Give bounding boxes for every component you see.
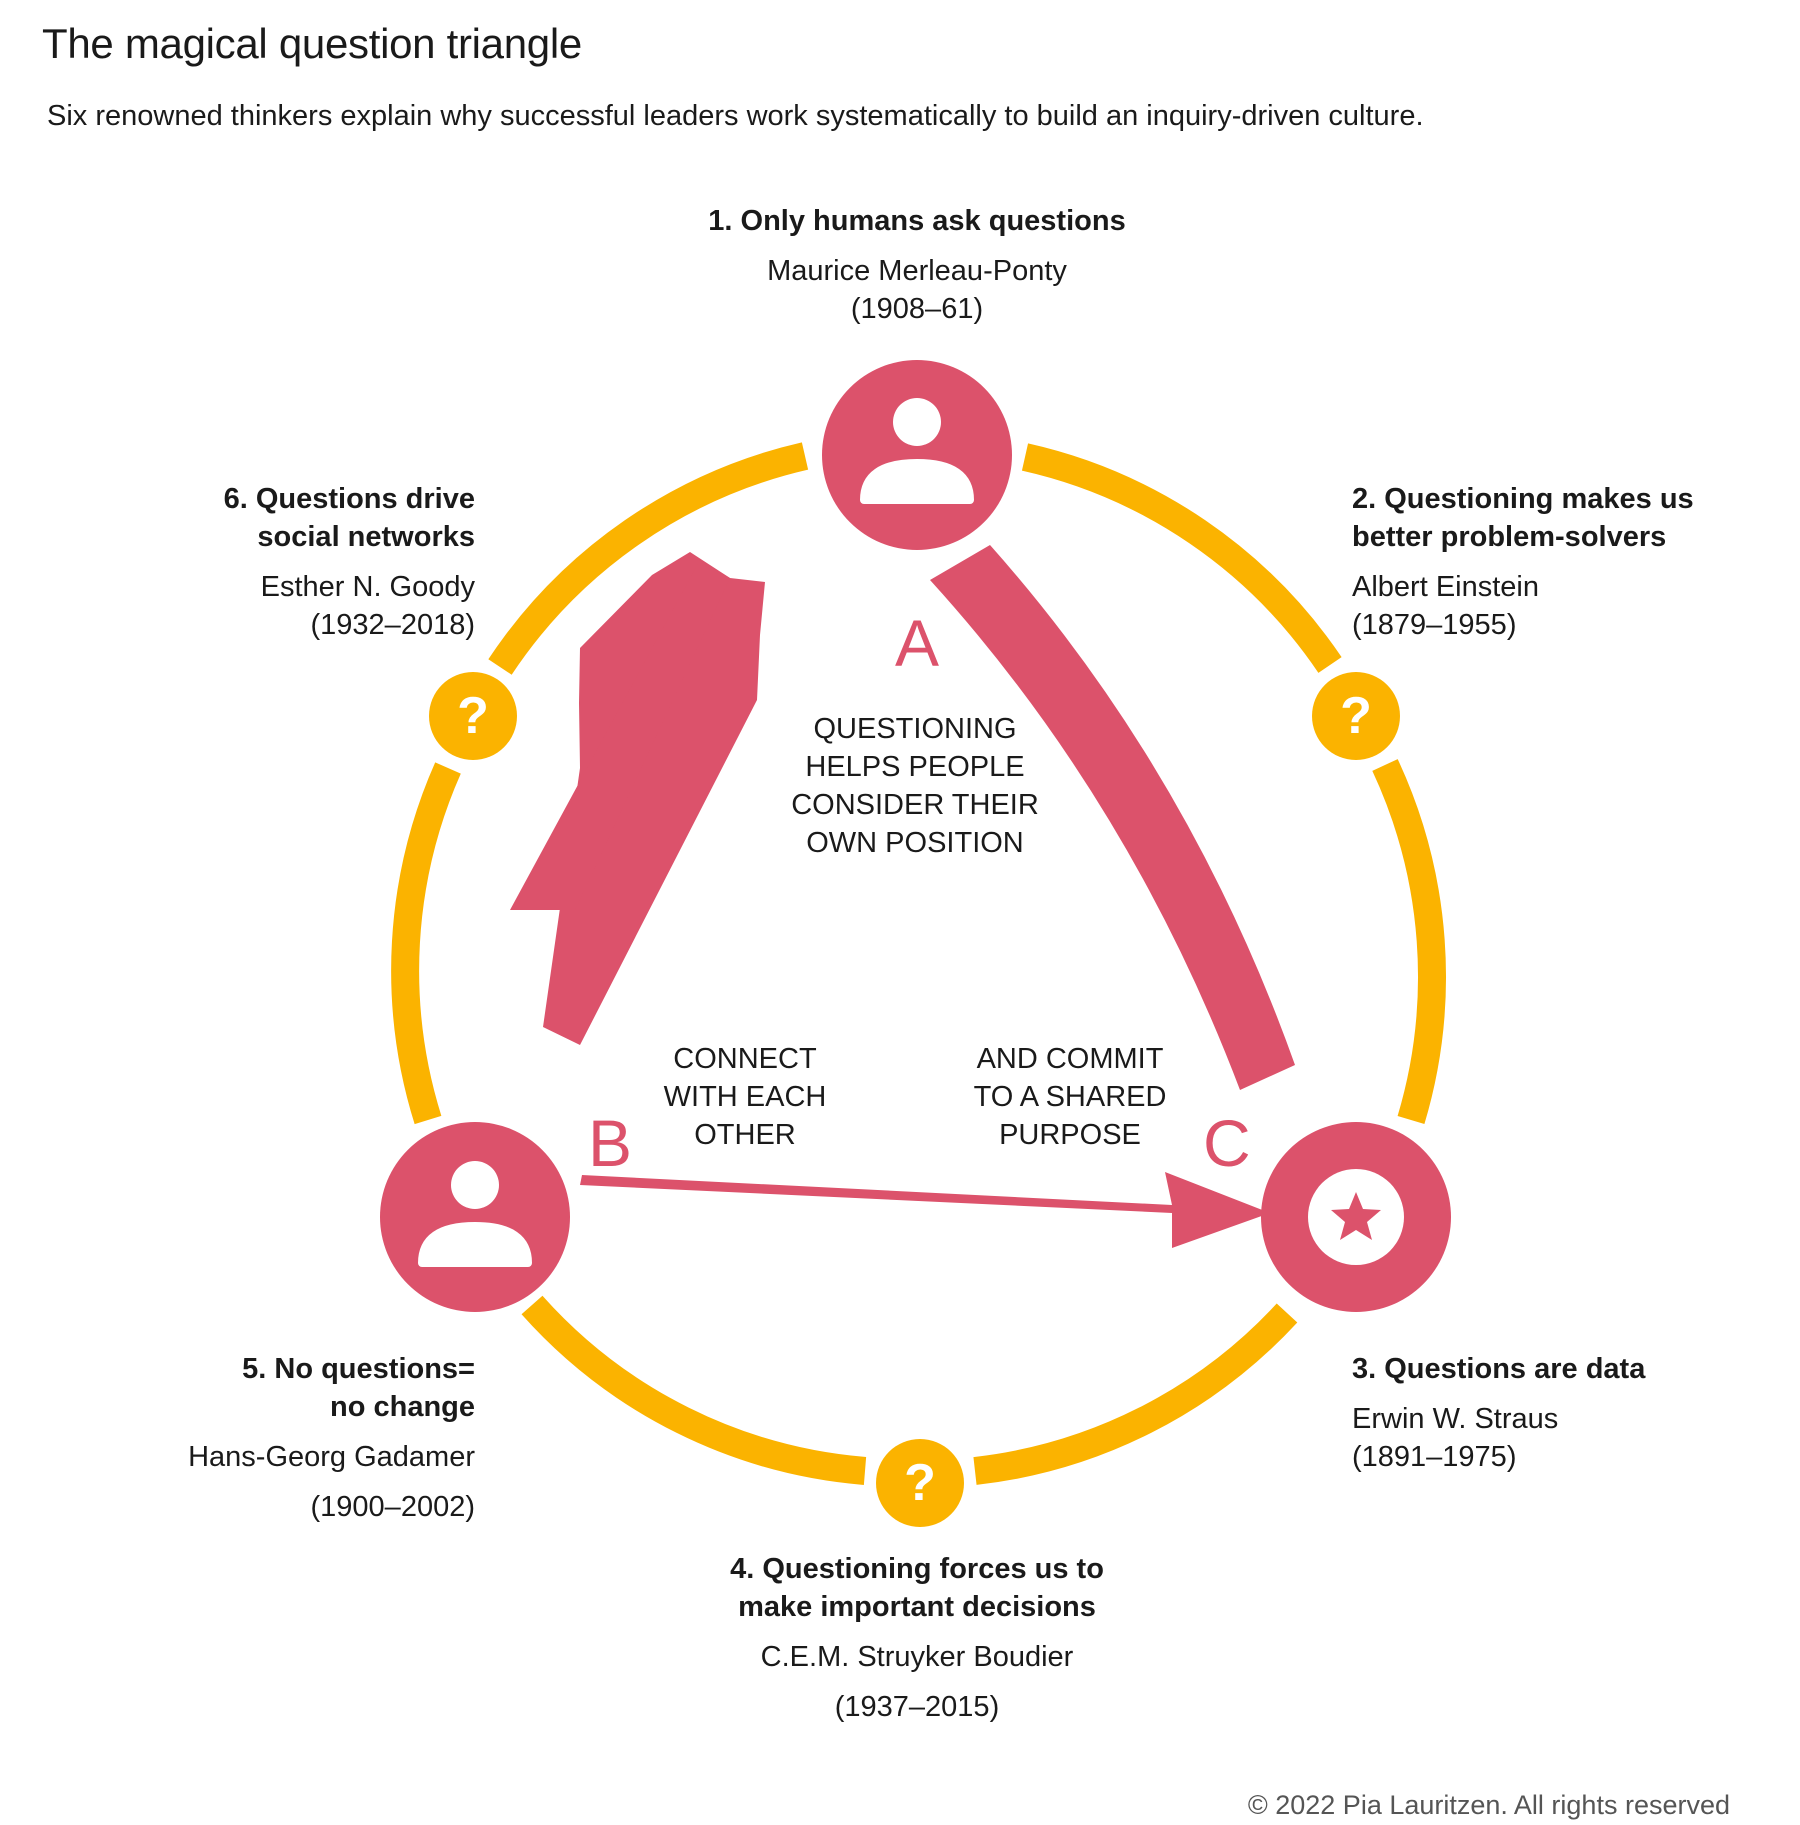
thinker-years: (1937–2015) bbox=[834, 1691, 1000, 1723]
copyright-notice: © 2022 Pia Lauritzen. All rights reserve… bbox=[1247, 1790, 1730, 1820]
thinker-6: 6. Questions drive social networks Esthe… bbox=[60, 480, 475, 644]
outer-ring bbox=[391, 442, 1446, 1485]
question-mark-icon: ? bbox=[1312, 672, 1400, 760]
thinker-3: 3. Questions are data Erwin W. Straus (1… bbox=[1352, 1350, 1772, 1476]
person-icon bbox=[860, 398, 974, 504]
star-icon bbox=[1331, 1192, 1381, 1240]
arrows bbox=[510, 545, 1295, 1248]
inner-label-right: AND COMMIT TO A SHARED PURPOSE bbox=[973, 1043, 1167, 1151]
ring-arc-a-q2 bbox=[1021, 443, 1342, 673]
thinker-heading: 4. Questioning forces us to make importa… bbox=[730, 1553, 1104, 1623]
thinker-heading: 6. Questions drive social networks bbox=[223, 483, 475, 553]
arrow-b-to-c bbox=[580, 1172, 1270, 1248]
thinker-2: 2. Questioning makes us better problem-s… bbox=[1352, 480, 1772, 644]
question-mark-glyph: ? bbox=[904, 1454, 936, 1512]
arrow-a-to-c bbox=[930, 545, 1295, 1090]
thinker-1: 1. Only humans ask questions Maurice Mer… bbox=[590, 202, 1244, 328]
person-icon bbox=[418, 1161, 532, 1267]
node-a-letter: A bbox=[895, 606, 940, 680]
thinker-years: (1932–2018) bbox=[310, 609, 475, 641]
inner-label-left: CONNECT WITH EACH OTHER bbox=[663, 1043, 827, 1151]
question-mark-glyph: ? bbox=[457, 687, 489, 745]
page-title: The magical question triangle bbox=[42, 20, 582, 67]
ring-arc-q6-a bbox=[488, 442, 809, 675]
thinker-heading: 2. Questioning makes us better problem-s… bbox=[1352, 483, 1694, 553]
node-a bbox=[822, 360, 1012, 550]
page-subtitle: Six renowned thinkers explain why succes… bbox=[47, 100, 1424, 132]
ring-arc-q2-c bbox=[1372, 759, 1446, 1125]
thinker-years: (1879–1955) bbox=[1352, 609, 1517, 641]
inner-label-center: QUESTIONING HELPS PEOPLE CONSIDER THEIR … bbox=[791, 713, 1039, 859]
node-b bbox=[380, 1122, 570, 1312]
thinker-4: 4. Questioning forces us to make importa… bbox=[590, 1550, 1244, 1726]
ring-arc-b-q6 bbox=[391, 762, 461, 1125]
ring-arc-q4-b bbox=[521, 1295, 867, 1485]
thinker-name: Erwin W. Straus bbox=[1352, 1403, 1559, 1435]
thinker-heading: 3. Questions are data bbox=[1352, 1353, 1646, 1385]
node-c-letter: C bbox=[1203, 1106, 1251, 1180]
star-badge-icon bbox=[1308, 1169, 1404, 1265]
thinker-years: (1891–1975) bbox=[1352, 1441, 1517, 1473]
thinker-years: (1900–2002) bbox=[310, 1491, 475, 1523]
thinker-name: Hans-Georg Gadamer bbox=[188, 1441, 475, 1473]
arrow-b-to-a bbox=[543, 552, 765, 1045]
question-mark-icon: ? bbox=[876, 1439, 964, 1527]
node-b-letter: B bbox=[588, 1106, 633, 1180]
thinker-name: Maurice Merleau-Ponty bbox=[767, 255, 1067, 287]
question-marks: ? ? ? bbox=[429, 672, 1400, 1527]
thinker-name: C.E.M. Struyker Boudier bbox=[760, 1641, 1074, 1673]
thinker-heading: 1. Only humans ask questions bbox=[708, 205, 1126, 237]
thinker-heading: 5. No questions= no change bbox=[242, 1353, 475, 1423]
node-c bbox=[1261, 1122, 1451, 1312]
thinker-5: 5. No questions= no change Hans-Georg Ga… bbox=[60, 1350, 475, 1526]
arrow-a-to-b bbox=[510, 560, 730, 910]
ring-arc-c-q4 bbox=[973, 1303, 1298, 1485]
question-mark-icon: ? bbox=[429, 672, 517, 760]
question-mark-glyph: ? bbox=[1340, 687, 1372, 745]
thinker-years: (1908–61) bbox=[850, 293, 984, 325]
thinker-name: Esther N. Goody bbox=[260, 571, 475, 603]
thinker-name: Albert Einstein bbox=[1352, 571, 1539, 603]
